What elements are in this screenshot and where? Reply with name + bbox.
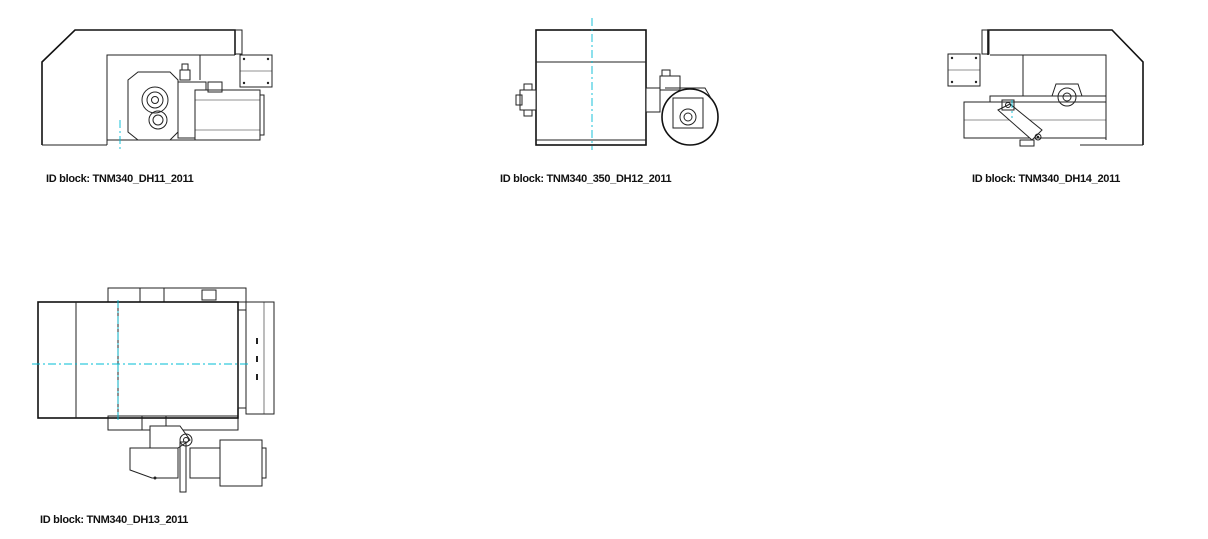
drawing-block-dh11[interactable]: ID block: TNM340_DH11_2011 <box>0 0 300 200</box>
drawing-dh13 <box>32 287 275 493</box>
drawing-block-dh12[interactable]: ID block: TNM340_350_DH12_2011 <box>490 0 750 200</box>
drawing-dh11 <box>41 29 273 150</box>
drawing-block-dh13[interactable]: ID block: TNM340_DH13_2011 <box>0 270 300 530</box>
block-caption: ID block: TNM340_DH14_2011 <box>972 173 1121 185</box>
block-caption: ID block: TNM340_350_DH12_2011 <box>500 173 672 185</box>
block-caption: ID block: TNM340_DH11_2011 <box>46 173 194 185</box>
drawing-dh14 <box>947 29 1144 147</box>
block-caption: ID block: TNM340_DH13_2011 <box>40 514 189 526</box>
drawing-dh12 <box>515 18 719 150</box>
drawing-block-dh14[interactable]: ID block: TNM340_DH14_2011 <box>930 0 1200 200</box>
